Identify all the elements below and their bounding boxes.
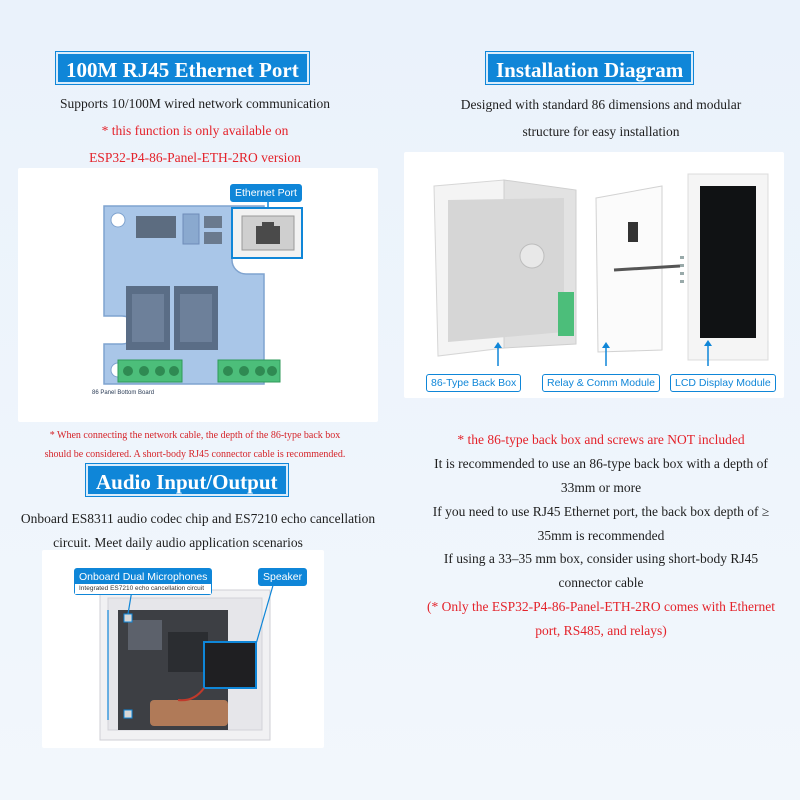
recommendation-line6: connector cable bbox=[558, 575, 644, 590]
audio-description-line2: circuit. Meet daily audio application sc… bbox=[53, 535, 303, 550]
recommendation-line1: It is recommended to use an 86-type back… bbox=[434, 456, 768, 471]
recommendation-line4: 35mm is recommended bbox=[537, 528, 665, 543]
lcd-module-label: LCD Display Module bbox=[670, 374, 776, 392]
ethernet-section-title: 100M RJ45 Ethernet Port bbox=[56, 52, 309, 84]
version-footer-line2: port, RS485, and relays) bbox=[535, 623, 667, 638]
ethernet-depth-note-line2: should be considered. A short-body RJ45 … bbox=[44, 449, 346, 460]
version-footer-line1: (* Only the ESP32-P4-86-Panel-ETH-2RO co… bbox=[427, 599, 775, 614]
dual-microphones-callout: Onboard Dual Microphones Integrated ES72… bbox=[74, 568, 213, 595]
board-label: 86 Panel Bottom Board bbox=[92, 390, 155, 396]
speaker-callout: Speaker bbox=[258, 568, 308, 586]
installation-illustration bbox=[433, 173, 769, 366]
installation-description-line1: Designed with standard 86 dimensions and… bbox=[460, 97, 742, 112]
ethernet-port-callout: Ethernet Port bbox=[230, 184, 302, 202]
installation-description-line2: structure for easy installation bbox=[522, 124, 680, 139]
audio-description-line1: Onboard ES8311 audio codec chip and ES72… bbox=[20, 511, 376, 526]
audio-board-illustration bbox=[99, 581, 275, 741]
relay-module-label: Relay & Comm Module bbox=[542, 374, 660, 392]
bottom-board-illustration bbox=[103, 202, 303, 385]
recommendation-line5: If using a 33–35 mm box, consider using … bbox=[443, 551, 759, 566]
echo-cancellation-sublabel: Integrated ES7210 echo cancellation circ… bbox=[75, 584, 212, 594]
ethernet-depth-note-line1: * When connecting the network cable, the… bbox=[49, 430, 341, 441]
ethernet-version-note: ESP32-P4-86-Panel-ETH-2RO version bbox=[89, 150, 301, 165]
installation-section-title: Installation Diagram bbox=[486, 52, 694, 84]
ethernet-description: Supports 10/100M wired network communica… bbox=[60, 96, 330, 111]
ethernet-board-image: Ethernet Port 86 Panel Bottom Board bbox=[18, 168, 378, 422]
back-box-label: 86-Type Back Box bbox=[426, 374, 522, 392]
recommendation-line2: 33mm or more bbox=[560, 480, 642, 495]
ethernet-availability-note: * this function is only available on bbox=[101, 123, 289, 138]
dual-microphones-label: Onboard Dual Microphones bbox=[79, 571, 208, 583]
installation-image: 86-Type Back Box Relay & Comm Module LCD… bbox=[404, 152, 784, 398]
not-included-note: * the 86-type back box and screws are NO… bbox=[457, 432, 745, 447]
audio-section-title: Audio Input/Output bbox=[86, 464, 288, 496]
recommendation-line3: If you need to use RJ45 Ethernet port, t… bbox=[432, 504, 770, 519]
audio-board-image: Onboard Dual Microphones Integrated ES72… bbox=[42, 550, 324, 748]
